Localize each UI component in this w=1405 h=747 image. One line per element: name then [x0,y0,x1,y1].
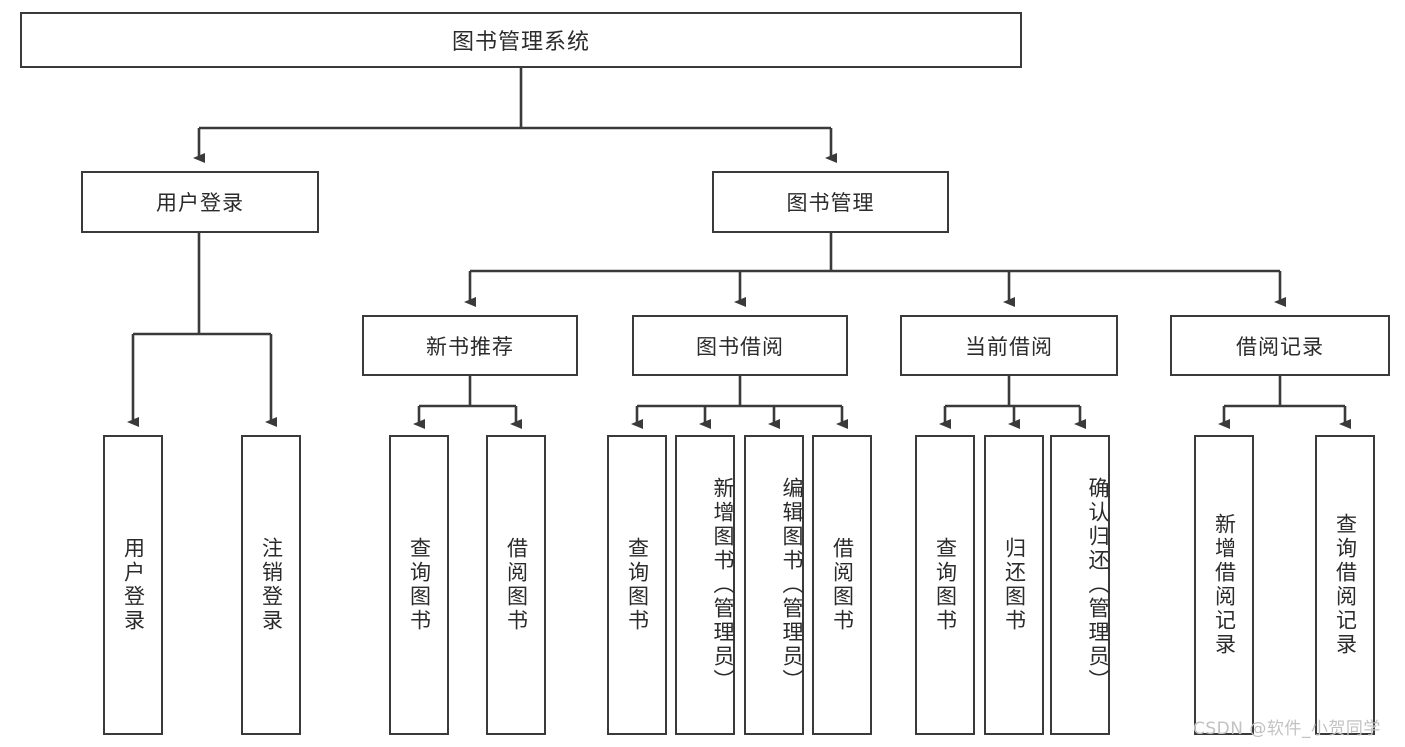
node-label: 查询借阅记录 [1333,513,1358,657]
node-current-borrowing[interactable]: 当前借阅 [900,315,1118,376]
node-label: 图书借阅 [696,334,784,359]
node-label: 图书管理系统 [451,30,590,55]
node-label: 借阅图书 [504,537,529,633]
node-label: 新增图书（管理员） [711,477,735,693]
node-label: 查询图书 [625,537,650,633]
node-label: 图书管理 [786,191,875,215]
node-leaf-add-book[interactable]: 新增图书（管理员） [675,435,735,735]
node-leaf-query-book-recommendation[interactable]: 查询图书 [389,435,449,735]
node-label: 查询图书 [933,537,958,633]
node-book-borrowing[interactable]: 图书借阅 [632,315,848,376]
node-user-login[interactable]: 用户登录 [81,171,319,233]
node-leaf-query-borrow-record[interactable]: 查询借阅记录 [1315,435,1375,735]
node-root-system[interactable]: 图书管理系统 [20,12,1022,68]
node-leaf-user-login[interactable]: 用户登录 [103,435,163,735]
node-leaf-add-borrow-record[interactable]: 新增借阅记录 [1194,435,1254,735]
node-label: 归还图书 [1002,537,1027,633]
node-leaf-query-book-current[interactable]: 查询图书 [915,435,975,735]
node-borrow-records[interactable]: 借阅记录 [1170,315,1390,376]
node-label: 编辑图书（管理员） [780,477,804,693]
node-label: 确认归还（管理员） [1086,477,1110,693]
node-leaf-confirm-return[interactable]: 确认归还（管理员） [1050,435,1110,735]
node-leaf-borrow-book-recommendation[interactable]: 借阅图书 [486,435,546,735]
node-leaf-user-logout[interactable]: 注销登录 [241,435,301,735]
node-leaf-edit-book[interactable]: 编辑图书（管理员） [744,435,804,735]
node-label: 用户登录 [156,191,244,215]
node-label: 查询图书 [407,537,432,633]
node-book-management[interactable]: 图书管理 [712,171,949,233]
node-leaf-borrow-book[interactable]: 借阅图书 [812,435,872,735]
node-label: 用户登录 [121,537,146,633]
node-leaf-return-book[interactable]: 归还图书 [984,435,1044,735]
node-leaf-query-book-borrowing[interactable]: 查询图书 [607,435,667,735]
node-label: 新增借阅记录 [1212,513,1237,657]
node-label: 借阅图书 [830,537,855,633]
csdn-watermark: CSDN @软件_小贺同学 [1193,719,1381,739]
node-label: 新书推荐 [426,334,514,359]
node-label: 借阅记录 [1236,334,1324,359]
node-label: 当前借阅 [965,334,1053,359]
node-new-book-recommendation[interactable]: 新书推荐 [362,315,578,376]
node-label: 注销登录 [259,537,284,633]
